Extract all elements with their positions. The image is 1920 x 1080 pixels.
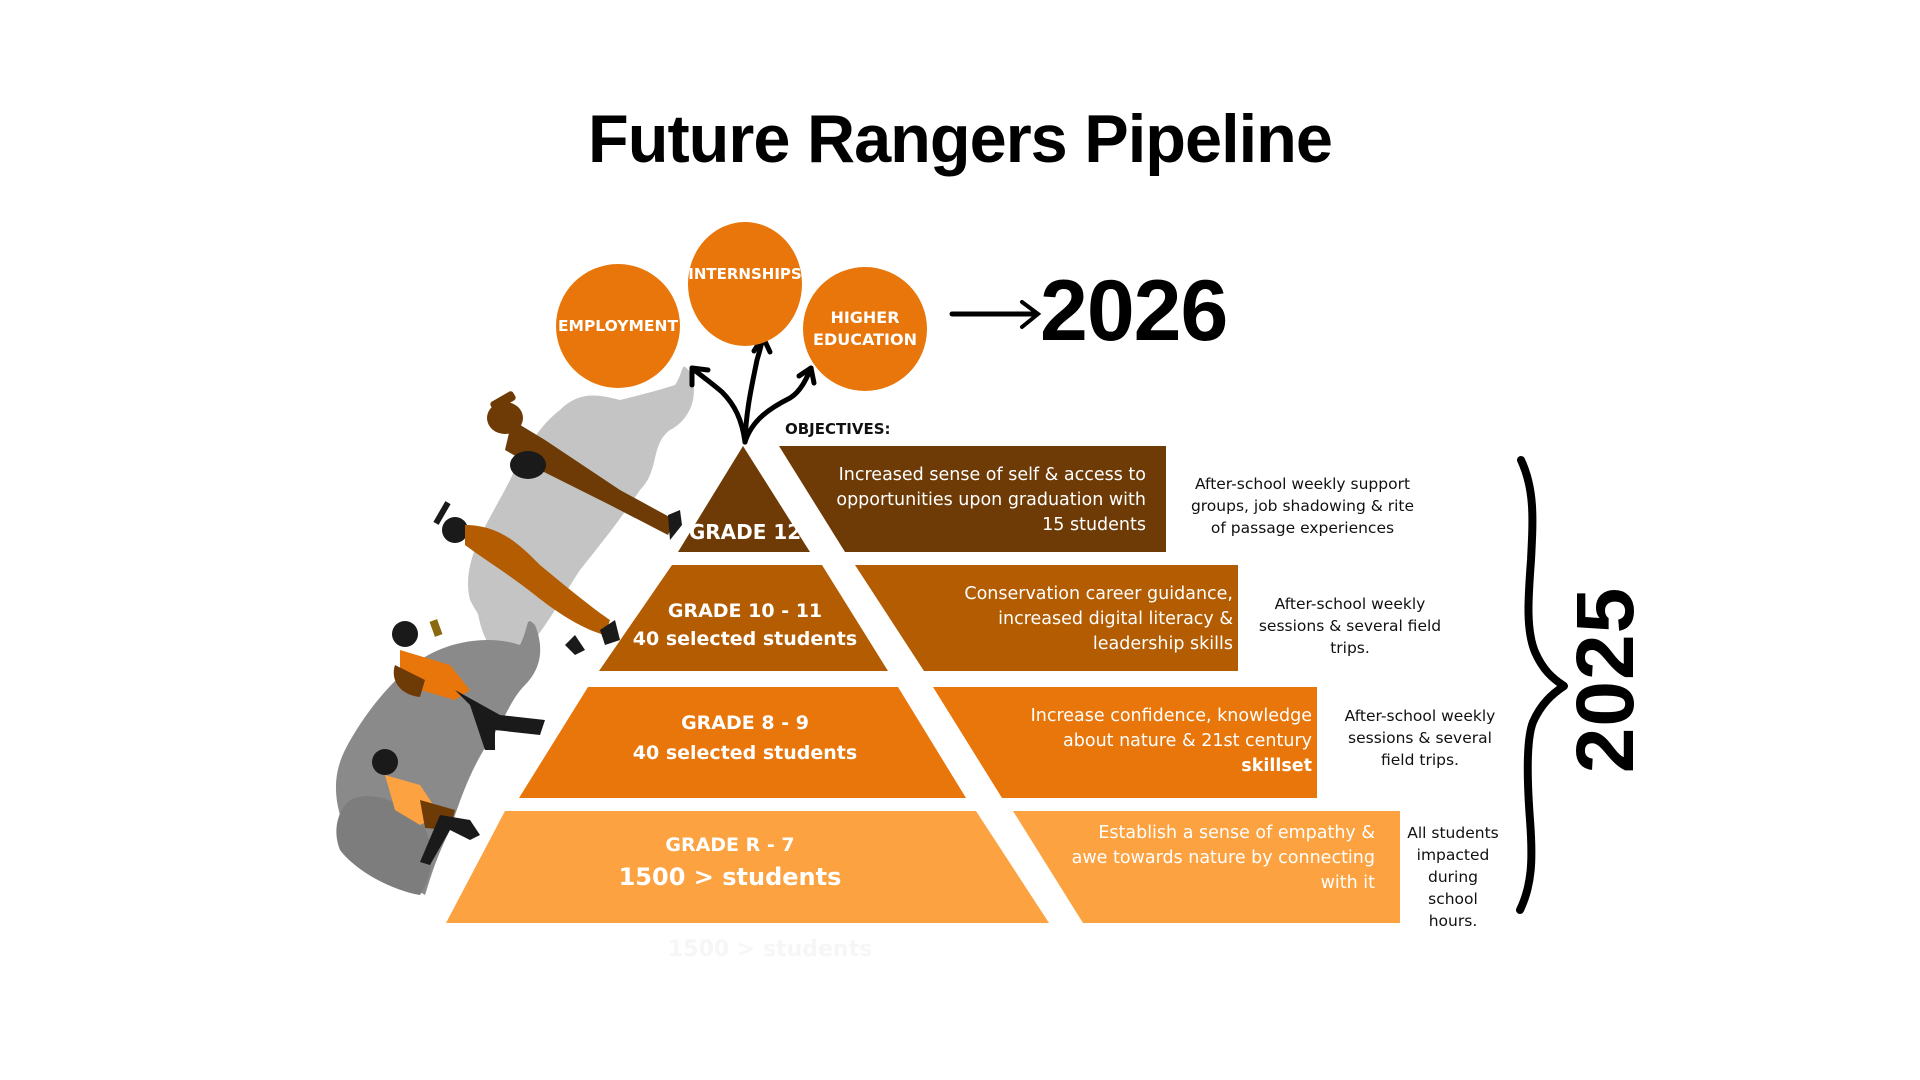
tier-grade-10-11-trapezoid xyxy=(599,565,888,671)
objective-box-grade-8-9 xyxy=(933,687,1317,798)
objective: Increase confidence, knowledge about nat… xyxy=(1030,706,1312,751)
outcome-employment: EMPLOYMENT xyxy=(556,264,680,388)
objective-text-grade-12: Increased sense of self & access to oppo… xyxy=(830,463,1146,538)
tier-grade-8-9-label: GRADE 8 - 9 40 selected students xyxy=(620,708,870,768)
outcome-higher-education: HIGHER EDUCATION xyxy=(803,267,927,391)
timeline-year: 2025 xyxy=(1560,586,1651,774)
objective-bold: skillset xyxy=(1241,756,1312,776)
tier-students: 40 selected students xyxy=(632,628,858,650)
objective-text-grade-r-7: Establish a sense of empathy & awe towar… xyxy=(1060,821,1375,896)
tier-students: 40 selected students xyxy=(632,742,858,764)
rhino-illustration-lower xyxy=(335,621,541,895)
activities-grade-8-9: After-school weekly sessions & several f… xyxy=(1344,707,1496,769)
objective-box-grade-r-7 xyxy=(1013,811,1400,923)
tier-grade-r-7-label: GRADE R - 7 1500 > students xyxy=(600,829,860,893)
tier-students: 1500 > students xyxy=(618,863,842,891)
objective-text-grade-10-11: Conservation career guidance, increased … xyxy=(935,582,1233,657)
arrow-to-2026 xyxy=(949,300,1042,329)
tier-grade: GRADE R - 7 xyxy=(665,834,795,856)
student-figure-ranger xyxy=(487,391,682,540)
tier-grade: GRADE 10 - 11 xyxy=(667,600,823,622)
objective-text-grade-8-9: Increase confidence, knowledge about nat… xyxy=(1020,704,1312,779)
objective: Conservation career guidance, increased … xyxy=(964,584,1233,654)
tier-grade-12-label: GRADE 12 xyxy=(680,520,810,544)
outcome-internships: INTERNSHIPS xyxy=(688,222,802,346)
arrow-to-higher-education xyxy=(742,365,814,445)
timeline-brace xyxy=(1516,456,1568,914)
objective: Establish a sense of empathy & awe towar… xyxy=(1071,823,1375,893)
objectives-heading: OBJECTIVES: xyxy=(785,420,891,438)
page-title: Future Rangers Pipeline xyxy=(587,101,1333,177)
outcome-year: 2026 xyxy=(1040,263,1228,359)
student-figure-child xyxy=(372,749,480,865)
tier-grade-8-9-trapezoid xyxy=(519,687,966,798)
outcome-internships-label: INTERNSHIPS xyxy=(688,265,802,283)
outcome-higher-education-label: HIGHER EDUCATION xyxy=(813,308,917,349)
objective: Increased sense of self & access to oppo… xyxy=(836,465,1146,535)
tier-grade-12-triangle xyxy=(678,446,810,552)
tier-grade: GRADE 8 - 9 xyxy=(681,712,809,734)
ghost-students-text: 1500 > students xyxy=(668,937,873,962)
tier-grade-10-11-label: GRADE 10 - 11 40 selected students xyxy=(620,597,870,653)
branch-arrows xyxy=(689,334,817,445)
tier-grade: GRADE 12 xyxy=(688,520,802,544)
tier-grade-r-7-trapezoid xyxy=(446,811,1049,923)
student-figure-graduate xyxy=(433,501,620,655)
activities-grade-10-11: After-school weekly sessions & several f… xyxy=(1258,595,1442,657)
activities-grade-12: After-school weekly support groups, job … xyxy=(1190,475,1415,537)
arrow-to-employment xyxy=(689,365,748,445)
objective-box-grade-12 xyxy=(779,446,1166,552)
activities-grade-r-7: All students impacted during school hour… xyxy=(1407,824,1499,930)
outcome-employment-label: EMPLOYMENT xyxy=(557,316,679,335)
objective-box-grade-10-11 xyxy=(855,565,1238,671)
student-figure-reader xyxy=(392,619,545,750)
